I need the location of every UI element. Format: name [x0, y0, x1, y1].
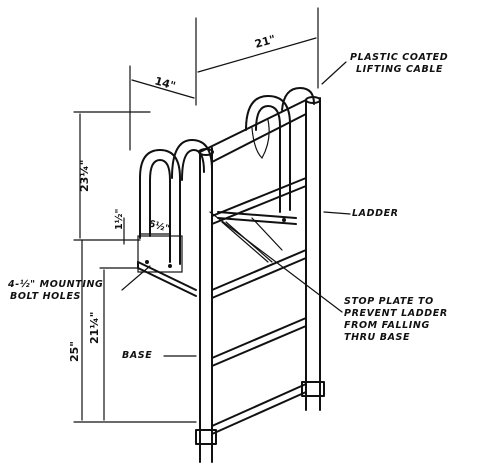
bolt-hole [168, 264, 172, 268]
dim-1h: 1½" [114, 209, 125, 230]
bolt-hole [282, 218, 286, 222]
dim-21: 21" [253, 33, 277, 51]
dim-23q: 23¼" [78, 160, 91, 192]
ladder-feet [195, 381, 325, 463]
ladder-rails [198, 96, 321, 453]
label-base: BASE [122, 350, 152, 361]
dimension-lines [73, 7, 319, 423]
label-stop-plate-4: THRU BASE [344, 332, 410, 343]
ladder-rungs [211, 177, 307, 435]
dim-14: 14" [153, 74, 177, 92]
label-plastic-cable-2: LIFTING CABLE [356, 64, 443, 75]
label-stop-plate-2: PREVENT LADDER [344, 308, 448, 319]
leader-lines [121, 61, 351, 357]
dim-21q: 21¼" [88, 312, 101, 344]
bolt-hole [145, 260, 149, 264]
base-frame [137, 211, 297, 297]
mounting-plate [137, 235, 183, 273]
label-ladder: LADDER [352, 208, 399, 219]
left-handrail [139, 139, 213, 265]
dim-25: 25" [68, 341, 81, 362]
label-mounting-1: 4-½" MOUNTING [7, 279, 103, 290]
label-stop-plate-3: FROM FALLING [344, 320, 430, 331]
label-stop-plate-1: STOP PLATE TO [344, 296, 434, 307]
label-plastic-cable-1: PLASTIC COATED [350, 52, 448, 63]
label-mounting-2: BOLT HOLES [10, 291, 81, 302]
